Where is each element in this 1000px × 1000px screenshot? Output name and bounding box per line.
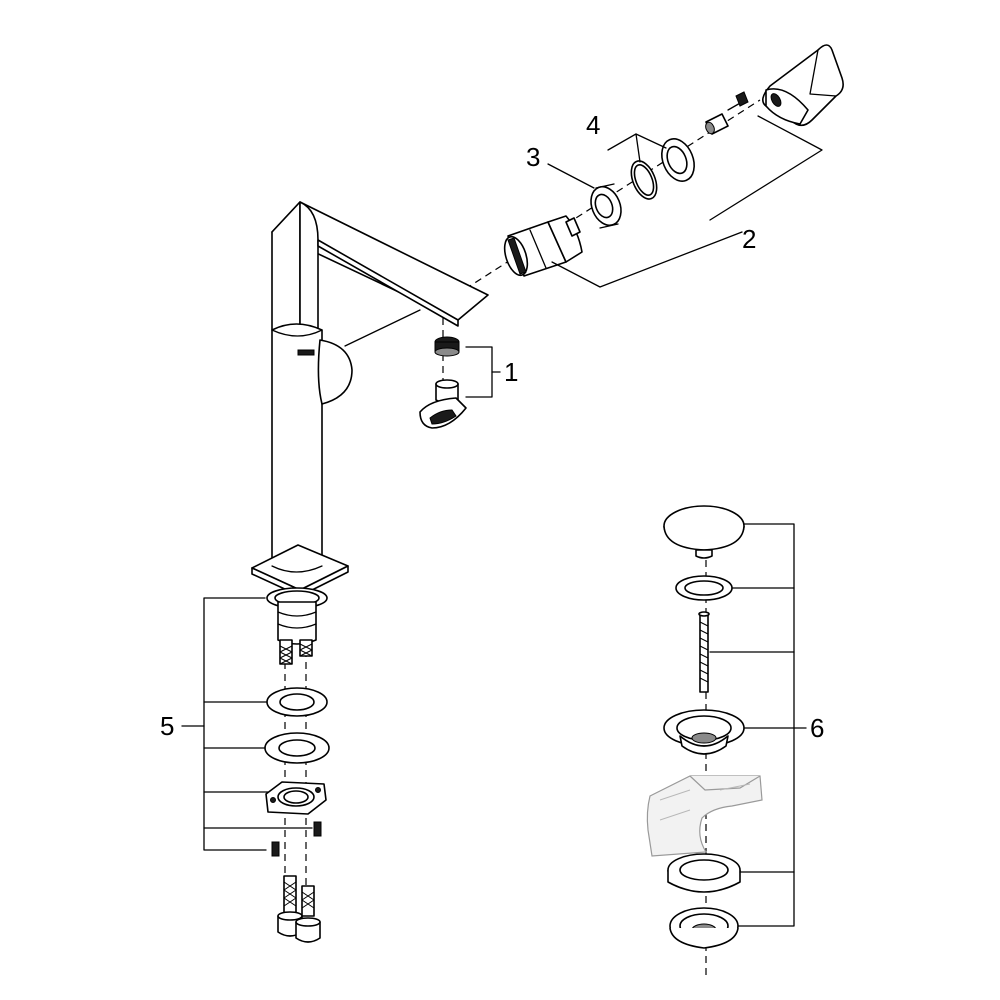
- handle-assembly: [705, 44, 844, 135]
- leader-lines: [181, 115, 823, 927]
- faucet-body: [251, 201, 489, 597]
- cartridge-part-2: [503, 215, 583, 277]
- aerator-part-1: [419, 336, 467, 429]
- callout-labels: 1 2 3 4 5 6: [160, 110, 824, 743]
- callout-5: 5: [160, 711, 174, 741]
- callout-2: 2: [742, 224, 756, 254]
- ring-part-3: [590, 183, 622, 229]
- callout-6: 6: [810, 713, 824, 743]
- callout-3: 3: [526, 142, 540, 172]
- waste-set-part-6: [646, 505, 763, 949]
- callout-1: 1: [504, 357, 518, 387]
- seal-set-part-4: [630, 138, 695, 200]
- callout-4: 4: [586, 110, 600, 140]
- mounting-kit-part-5: [264, 587, 330, 943]
